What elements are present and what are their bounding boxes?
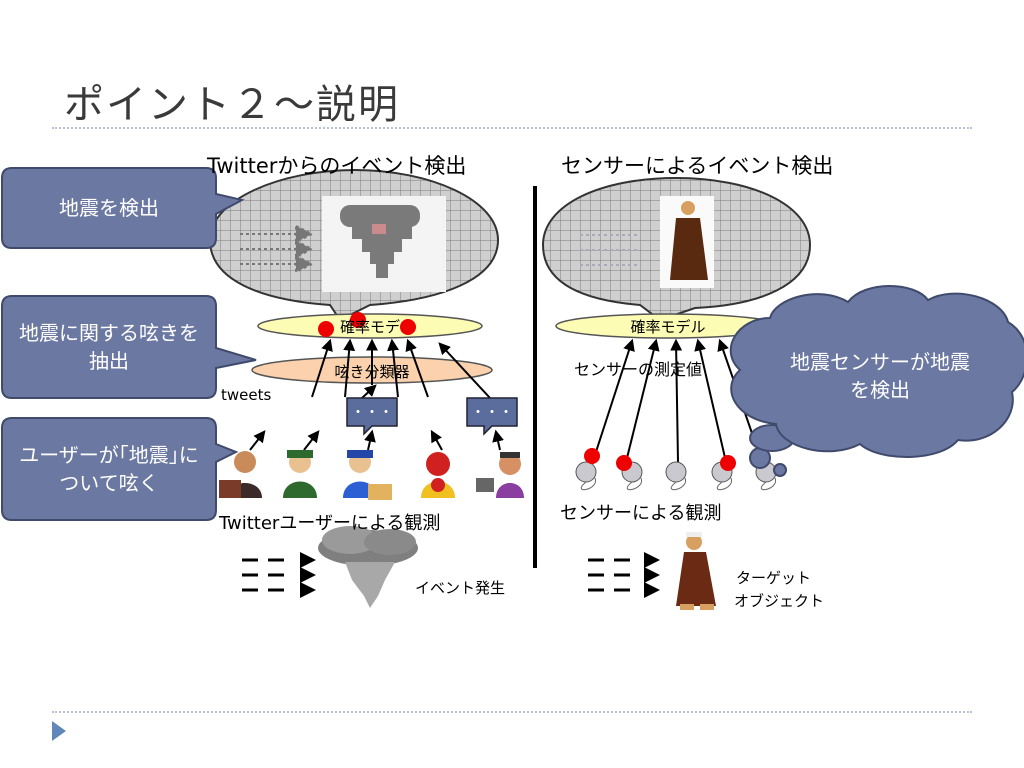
callout-users-text: ユーザーが｢地震｣について呟く	[19, 443, 199, 495]
callout-extract-shape	[1, 295, 257, 399]
right-section-heading: センサーによるイベント検出	[561, 154, 834, 178]
target-object-icon	[676, 532, 716, 610]
top-divider	[52, 127, 972, 129]
red-dot	[350, 312, 366, 328]
left-model-label: 確率モデ	[339, 317, 400, 336]
users-observation-label: Twitterユーザーによる観測	[219, 513, 441, 534]
tweet-arrows	[249, 429, 504, 451]
left-model-arrows	[311, 338, 491, 399]
callout-sensor-cloud-text: 地震センサーが地震を検出	[790, 350, 970, 402]
user-avatar-delivery	[343, 450, 392, 500]
tweets-label: tweets	[221, 386, 272, 404]
user-avatar-racer	[421, 452, 455, 498]
red-dot	[616, 455, 632, 471]
user-avatar-officer	[283, 450, 317, 498]
page-title: ポイント２～説明	[64, 82, 400, 128]
ellipsis-box-2	[466, 397, 518, 436]
user-avatar-businessman	[219, 451, 262, 498]
event-occurrence-label: イベント発生	[415, 579, 506, 597]
classifier-label: 呟き分類器	[334, 362, 410, 381]
left-observation-bubble	[208, 168, 500, 322]
right-observation-bubble	[541, 176, 812, 322]
user-avatar-operator	[476, 452, 524, 498]
red-dot	[584, 448, 600, 464]
red-dot	[400, 319, 416, 335]
ellipsis-text-1: ・・・	[351, 405, 393, 421]
left-section-heading: Twitterからのイベント検出	[207, 154, 467, 178]
storm-tornado-icon	[318, 526, 418, 608]
target-label-line2: オブジェクト	[734, 592, 825, 610]
red-dot	[720, 455, 736, 471]
callout-detect-text: 地震を検出	[59, 196, 159, 220]
next-slide-arrow-icon[interactable]	[52, 721, 66, 741]
left-probability-model-ellipse	[257, 313, 483, 339]
target-label-line1: ターゲット	[736, 569, 812, 587]
callout-users-shape	[1, 417, 239, 521]
red-dot	[318, 321, 334, 337]
center-divider	[533, 186, 537, 568]
right-model-label: 確率モデル	[630, 317, 706, 336]
wind-arrows-right	[588, 558, 630, 592]
ellipsis-box-1	[346, 397, 398, 436]
sensor-measure-label: センサーの測定値	[574, 360, 703, 379]
sensor-observation-label: センサーによる観測	[560, 503, 722, 524]
callout-extract-text: 地震に関する呟きを抽出	[19, 321, 199, 373]
ellipsis-text-2: ・・・	[471, 405, 513, 421]
sensor-icons	[575, 461, 777, 491]
wind-arrows-left	[242, 558, 284, 592]
dotted-arrows	[240, 224, 315, 274]
bottom-divider	[52, 711, 972, 713]
monk-figure-icon	[670, 201, 708, 280]
thought-cloud-shape	[729, 285, 1024, 477]
tornado-icon	[340, 205, 420, 278]
callout-detect-shape	[1, 167, 245, 249]
